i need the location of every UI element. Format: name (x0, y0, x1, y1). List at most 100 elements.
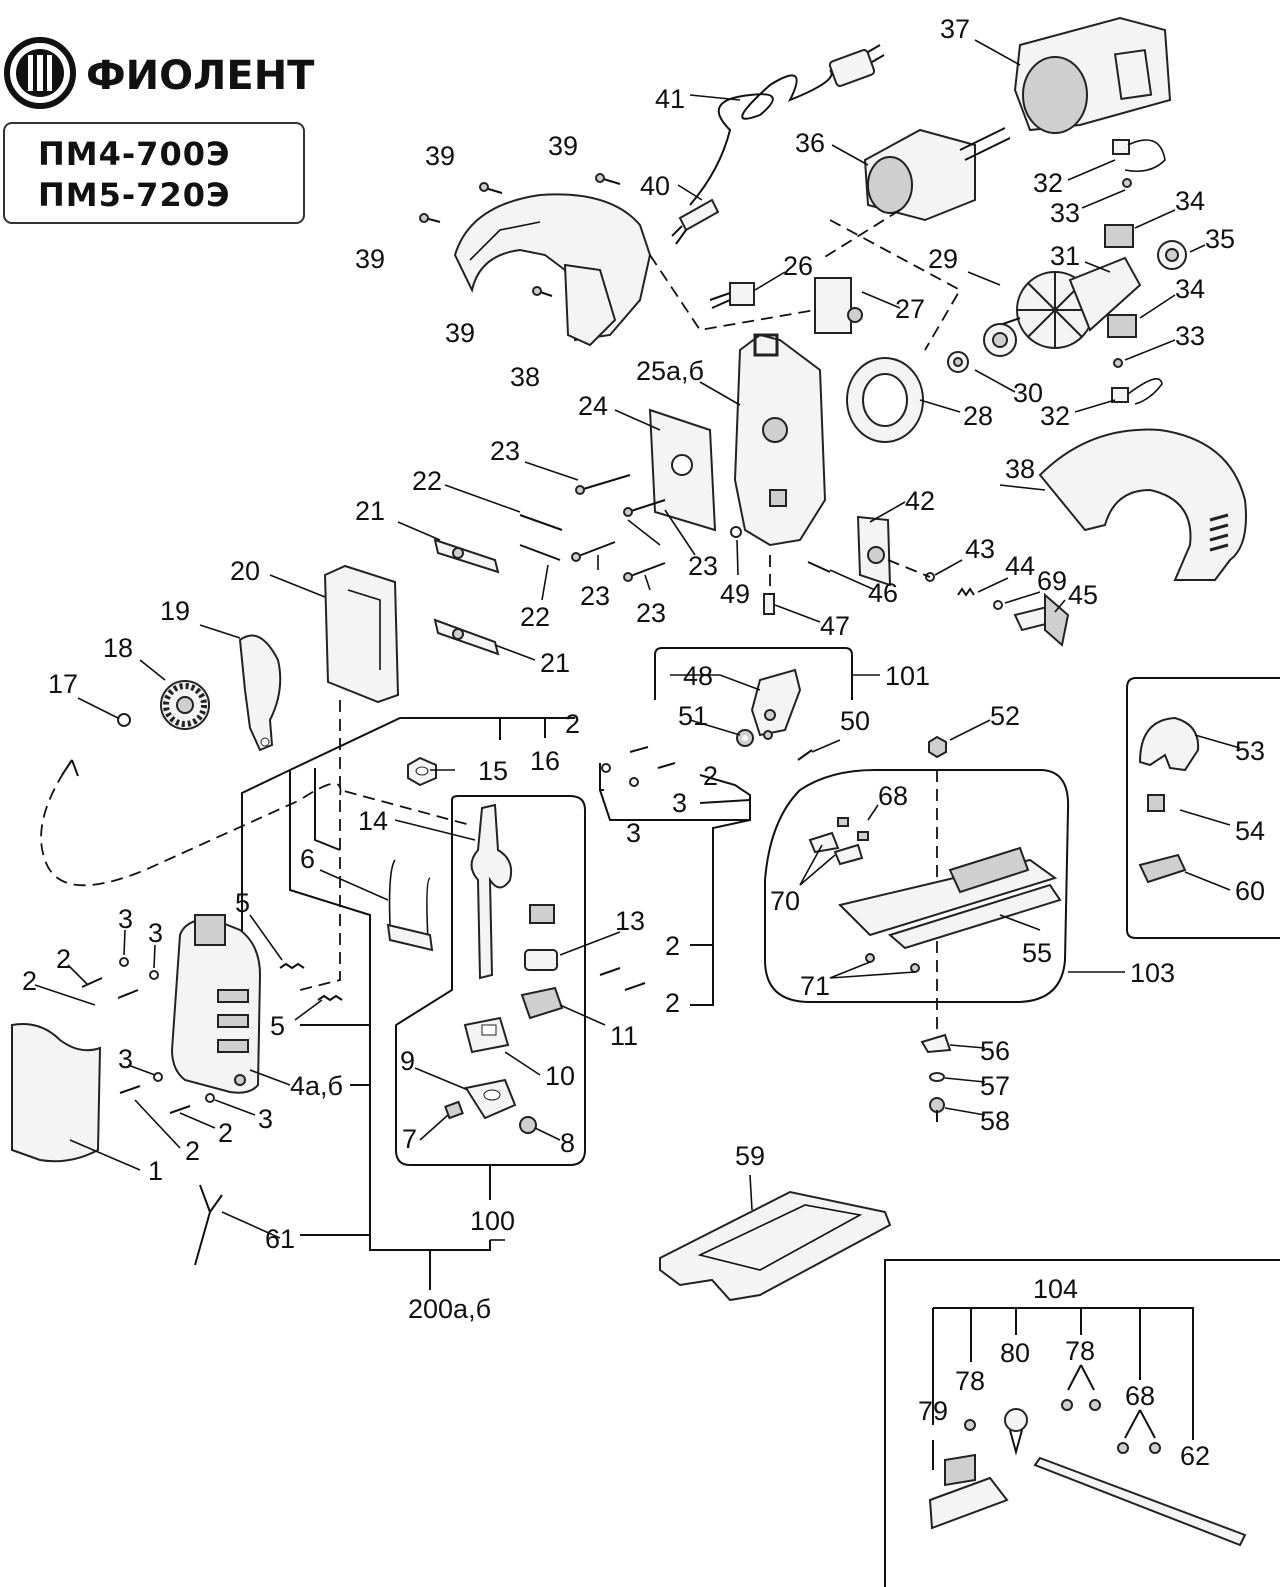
label-24: 24 (578, 391, 608, 421)
assembly-dashed-lines (40, 209, 962, 1030)
label-56: 56 (980, 1036, 1010, 1066)
cam-plate-19 (238, 634, 282, 752)
label-104: 104 (1033, 1274, 1078, 1304)
label-18: 18 (103, 633, 133, 663)
label-49: 49 (720, 579, 750, 609)
ring-3-left-b (149, 970, 159, 980)
spring-33a (1122, 178, 1132, 188)
screw-54 (1147, 794, 1165, 812)
leader-lines (34, 39, 1241, 1241)
label-39-c: 39 (355, 244, 385, 274)
screw-39a (479, 182, 503, 194)
accessory-box-right (1126, 677, 1280, 939)
model-1: ПМ4-700Э (38, 135, 230, 173)
main-housing-4 (170, 914, 262, 1094)
stator-36 (863, 127, 1011, 222)
label-61: 61 (265, 1224, 295, 1254)
label-2-top: 2 (565, 709, 580, 739)
ring-3-left-c (153, 1072, 163, 1082)
label-22-a: 22 (412, 466, 442, 496)
screw-2-left-a (81, 977, 103, 988)
ring-69 (993, 600, 1003, 610)
shoe-59 (659, 1190, 892, 1302)
pin-22a (519, 514, 563, 531)
label-79: 79 (918, 1396, 948, 1426)
screw-23c (571, 541, 616, 562)
label-7: 7 (402, 1124, 417, 1154)
label-2-l1: 2 (56, 944, 71, 974)
brand-name: ФИОЛЕНТ (86, 53, 315, 99)
fiolent-logo-icon (4, 37, 76, 109)
bracket-20 (323, 564, 400, 704)
label-43: 43 (965, 534, 995, 564)
label-3-l4: 3 (258, 1104, 273, 1134)
label-42: 42 (905, 486, 935, 516)
plate-24 (648, 408, 717, 532)
label-13: 13 (615, 906, 645, 936)
label-200: 200а,б (408, 1294, 491, 1324)
part-labels: 37 41 40 36 39 39 39 39 38 32 33 34 35 3… (22, 14, 1265, 1471)
label-33-b: 33 (1175, 321, 1205, 351)
brush-32b (1111, 378, 1163, 405)
label-58: 58 (980, 1106, 1010, 1136)
clamp-10 (463, 1016, 510, 1054)
front-cover-1 (11, 1023, 102, 1163)
screw-7 (444, 1100, 464, 1120)
roller-51 (736, 729, 754, 747)
brush-32a (1112, 139, 1166, 173)
label-40: 40 (640, 171, 670, 201)
pad-13 (524, 949, 558, 971)
group-101-box (654, 647, 853, 700)
label-48: 48 (683, 661, 713, 691)
group-103-box (764, 769, 1070, 1003)
motor-housing-37 (1013, 16, 1172, 134)
power-cord-41 (689, 44, 885, 206)
label-14: 14 (358, 806, 388, 836)
bushing-30 (947, 351, 969, 373)
label-30: 30 (1013, 378, 1043, 408)
label-59: 59 (735, 1141, 765, 1171)
label-23-a: 23 (490, 436, 520, 466)
label-31: 31 (1050, 241, 1080, 271)
screw-39b (595, 173, 621, 185)
screw-2-center-b (657, 762, 676, 769)
washer-57 (929, 1072, 945, 1082)
label-47: 47 (820, 611, 850, 641)
cord-protector-40 (671, 198, 720, 245)
label-29: 29 (928, 244, 958, 274)
brush-holder-34b (1107, 314, 1137, 338)
label-23-d: 23 (636, 598, 666, 628)
label-28: 28 (963, 401, 993, 431)
spring-44 (957, 587, 975, 597)
base-plate-55 (838, 846, 1062, 950)
label-21-b: 21 (540, 648, 570, 678)
guide-60 (1138, 853, 1187, 884)
label-2-r2: 2 (665, 988, 680, 1018)
screw-2-left-c (119, 1085, 141, 1094)
label-32-a: 32 (1033, 168, 1063, 198)
model-2: ПМ5-720Э (38, 176, 230, 214)
label-57: 57 (980, 1071, 1010, 1101)
label-2-mid: 2 (703, 761, 718, 791)
holder-11 (520, 986, 564, 1020)
guide-21a (433, 538, 500, 574)
rod-62 (1033, 1456, 1247, 1547)
label-101: 101 (885, 661, 930, 691)
screw-23d (623, 562, 666, 582)
spring-5b (317, 994, 343, 1002)
nuts-68b (1117, 1442, 1161, 1454)
ring-3-left-a (119, 957, 129, 967)
label-19: 19 (160, 596, 190, 626)
bearing-29 (983, 323, 1017, 357)
pin-50 (797, 749, 813, 761)
label-54: 54 (1235, 816, 1265, 846)
baffle-ring-28 (846, 357, 924, 443)
screw-2-right-a (599, 967, 621, 976)
ring-3-left-d (205, 1093, 215, 1103)
handle-cover-38-lower (1038, 428, 1247, 581)
lever-48 (750, 668, 802, 740)
ring-17 (117, 713, 131, 727)
accessory-box-104 (884, 1259, 1280, 1587)
spring-5a (279, 962, 305, 970)
